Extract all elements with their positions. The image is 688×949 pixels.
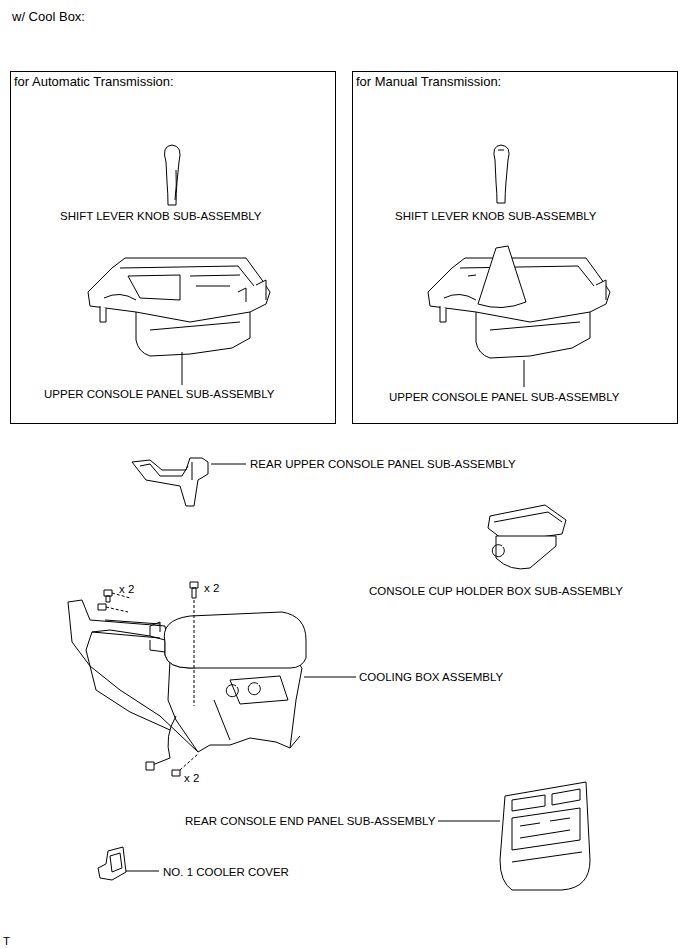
console-tab (100, 280, 266, 322)
part-name: REAR CONSOLE END PANEL SUB-ASSEMBLY (185, 814, 435, 828)
variant-box: for Manual Transmission: (352, 71, 678, 424)
figure-code: T (3, 934, 10, 948)
leader (524, 360, 525, 387)
console-detail (104, 266, 254, 330)
cup-holder-detail (492, 512, 562, 557)
rear-upper-console (132, 458, 208, 506)
cooling-box-detail (150, 622, 300, 748)
part-name: CONSOLE CUP HOLDER BOX SUB-ASSEMBLY (369, 584, 623, 598)
shift-boot (478, 246, 526, 308)
leader (438, 821, 500, 822)
shift-knob (164, 145, 180, 205)
page-title: w/ Cool Box: (12, 9, 85, 24)
quantity-note: x 2 (204, 581, 219, 595)
knob-mark (498, 150, 504, 151)
cooler-cover (98, 847, 126, 880)
cup-holder-body (496, 536, 556, 569)
quantity-note: x 2 (184, 771, 199, 785)
console-tab (440, 280, 606, 322)
part-name: COOLING BOX ASSEMBLY (359, 670, 503, 684)
screw (104, 590, 112, 602)
panel-detail (140, 462, 192, 480)
part-name: NO. 1 COOLER COVER (163, 865, 289, 879)
shift-knob (494, 145, 509, 203)
screw-line (106, 593, 198, 770)
harness (150, 716, 176, 766)
leader (304, 677, 356, 678)
knob-shade (175, 170, 176, 200)
part-name: REAR UPPER CONSOLE PANEL SUB-ASSEMBLY (250, 457, 516, 471)
part-name: SHIFT LEVER KNOB SUB-ASSEMBLY (395, 209, 597, 223)
cover-detail (110, 853, 122, 872)
leader (182, 352, 183, 385)
screw (98, 604, 106, 610)
part-name: SHIFT LEVER KNOB SUB-ASSEMBLY (60, 209, 262, 223)
variant-box: for Automatic Transmission: (10, 71, 336, 424)
rear-console-end-panel (500, 782, 590, 890)
box-heading: for Automatic Transmission: (11, 72, 177, 91)
screw (190, 582, 198, 598)
part-name: UPPER CONSOLE PANEL SUB-ASSEMBLY (44, 387, 275, 401)
screw (172, 770, 180, 776)
part-name: UPPER CONSOLE PANEL SUB-ASSEMBLY (389, 390, 620, 404)
upper-console (88, 258, 270, 356)
connector (146, 762, 154, 770)
quantity-note: x 2 (119, 582, 134, 596)
panel-detail (512, 789, 582, 862)
box-heading: for Manual Transmission: (353, 72, 504, 91)
upper-console (428, 258, 610, 358)
leader (211, 464, 246, 465)
leader (126, 871, 159, 872)
armrest (164, 612, 306, 668)
